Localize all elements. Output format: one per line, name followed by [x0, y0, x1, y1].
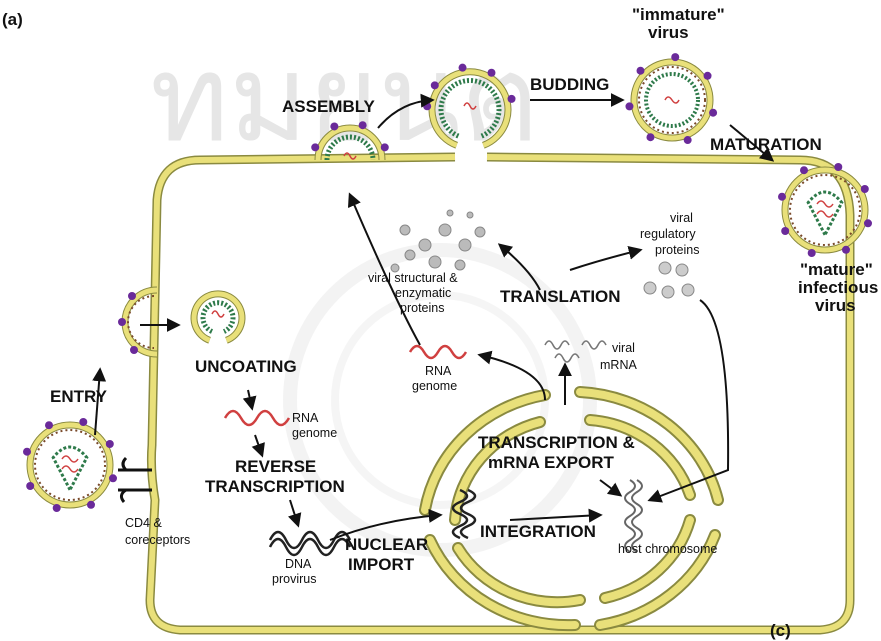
label-structural-3: proteins — [400, 301, 444, 315]
label-mrna-export: mRNA EXPORT — [488, 453, 615, 472]
label-mature-infectious: infectious — [798, 278, 878, 297]
dna-provirus — [270, 532, 350, 555]
label-rna-genome-mid-2: genome — [292, 426, 337, 440]
label-coreceptors: coreceptors — [125, 533, 190, 547]
panel-label-c: (c) — [770, 621, 791, 640]
label-reverse: REVERSE — [235, 457, 316, 476]
label-viral-regulatory-2: regulatory — [640, 227, 696, 241]
cd4-receptors — [118, 458, 152, 502]
label-host-chromosome: host chromosome — [618, 542, 717, 556]
uncoating-capsid — [194, 294, 242, 340]
label-rna-genome-mid-1: RNA — [292, 411, 319, 425]
label-maturation: MATURATION — [710, 135, 822, 154]
label-immature: "immature" — [632, 5, 725, 24]
label-mature: "mature" — [800, 260, 873, 279]
immature-virus — [625, 53, 717, 144]
label-nuclear: NUCLEAR — [345, 535, 428, 554]
nucleus — [425, 392, 718, 625]
label-immature-virus: virus — [648, 23, 689, 42]
label-rna-genome-top-2: genome — [412, 379, 457, 393]
label-cd4: CD4 & — [125, 516, 162, 530]
label-import: IMPORT — [348, 555, 415, 574]
mature-virus — [778, 163, 872, 257]
label-integration: INTEGRATION — [480, 522, 596, 541]
label-mature-virus: virus — [815, 296, 856, 315]
label-viral-mrna-1: viral — [612, 341, 635, 355]
rna-genome-mid — [225, 411, 289, 425]
label-rna-genome-top-1: RNA — [425, 364, 452, 378]
cell-membrane — [150, 157, 850, 630]
regulatory-protein-granules — [644, 262, 694, 298]
label-assembly: ASSEMBLY — [282, 97, 376, 116]
label-translation: TRANSLATION — [500, 287, 621, 306]
label-provirus: provirus — [272, 572, 316, 586]
label-uncoating: UNCOATING — [195, 357, 297, 376]
label-viral-regulatory-3: proteins — [655, 243, 699, 257]
label-viral-mrna-2: mRNA — [600, 358, 637, 372]
panel-label-a: (a) — [2, 10, 23, 29]
label-dna: DNA — [285, 557, 312, 571]
label-entry: ENTRY — [50, 387, 108, 406]
label-structural-2: enzymatic — [395, 286, 451, 300]
label-structural-1: viral structural & — [368, 271, 458, 285]
structural-protein-granules — [391, 210, 485, 272]
rna-genome-top — [410, 346, 466, 358]
entering-virus — [23, 418, 117, 512]
label-transcription: TRANSCRIPTION & — [478, 433, 635, 452]
label-reverse-transcription: TRANSCRIPTION — [205, 477, 345, 496]
label-viral-regulatory-1: viral — [670, 211, 693, 225]
label-budding: BUDDING — [530, 75, 609, 94]
